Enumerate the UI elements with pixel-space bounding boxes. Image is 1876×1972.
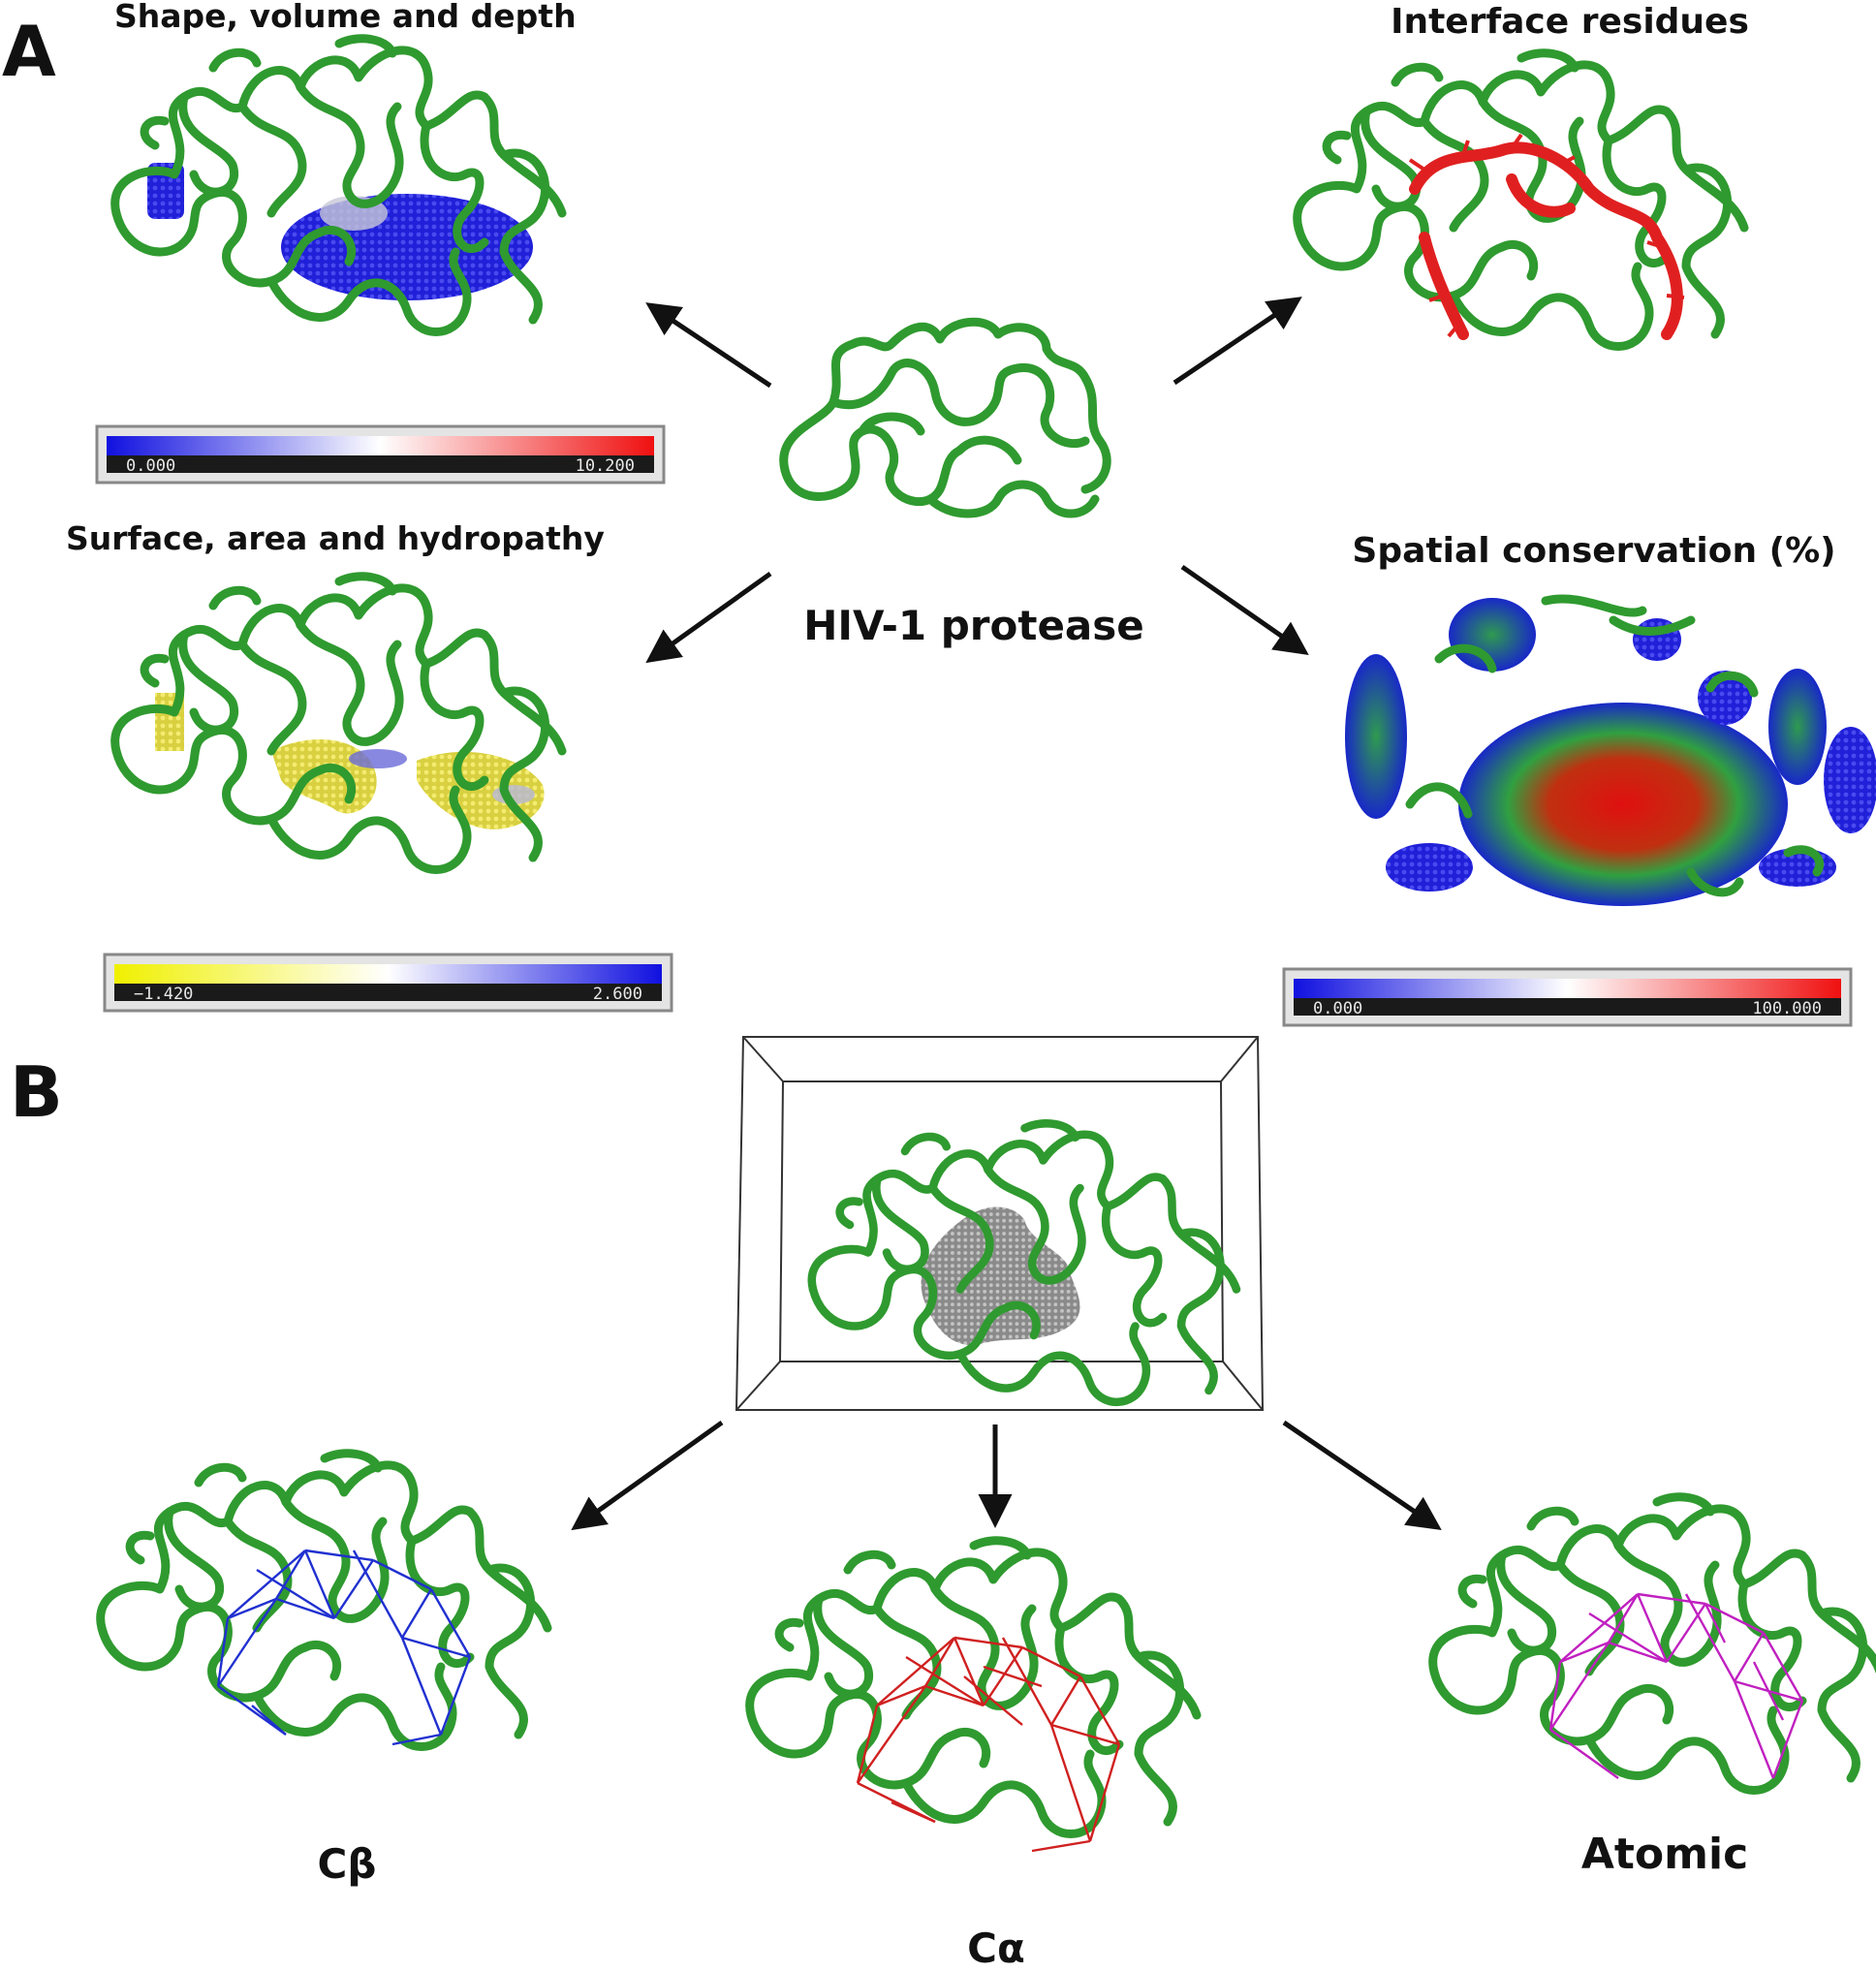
interface-protein-image bbox=[1298, 53, 1744, 347]
cbeta-protein-image bbox=[101, 1454, 547, 1747]
calpha-network bbox=[856, 1636, 1121, 1853]
panel-b-letter: B bbox=[10, 1051, 63, 1133]
atomic-network bbox=[1548, 1592, 1804, 1779]
spatial-conservation-panel: Spatial conservation (%) 0.000 100.000 bbox=[1282, 531, 1876, 1027]
shape-colorbar: 0.000 10.200 bbox=[95, 424, 666, 485]
atomic-label: Atomic bbox=[1581, 1830, 1748, 1879]
conservation-protein-image bbox=[1345, 594, 1876, 906]
arrow-to-conservation bbox=[1180, 564, 1309, 655]
calpha-protein-image bbox=[750, 1541, 1197, 1853]
surface-title: Surface, area and hydropathy bbox=[66, 519, 605, 557]
surface-area-hydropathy-panel: Surface, area and hydropathy −1.420 2.60… bbox=[66, 519, 673, 1013]
arrow-to-cbeta bbox=[571, 1420, 724, 1531]
shape-protein-image bbox=[115, 39, 562, 332]
shape-colorbar-max: 10.200 bbox=[576, 456, 635, 476]
surface-colorbar-min: −1.420 bbox=[134, 985, 193, 1004]
shape-colorbar-min: 0.000 bbox=[126, 456, 175, 476]
surface-colorbar-gradient bbox=[114, 964, 662, 984]
cbeta-panel: Cβ bbox=[101, 1454, 547, 1888]
hiv1-protease-image bbox=[784, 322, 1108, 514]
shape-volume-depth-panel: Shape, volume and depth 0.000 10.200 bbox=[95, 0, 666, 485]
surface-protein-image bbox=[115, 577, 562, 870]
surface-colorbar: −1.420 2.600 bbox=[103, 953, 673, 1013]
grid-box bbox=[735, 1036, 1265, 1411]
arrow-to-interface bbox=[1172, 297, 1302, 386]
interface-title: Interface residues bbox=[1391, 2, 1749, 42]
atomic-panel: Atomic bbox=[1433, 1497, 1876, 1879]
grid-protein-image bbox=[812, 1123, 1236, 1402]
conservation-colorbar-min: 0.000 bbox=[1313, 999, 1362, 1018]
conservation-colorbar-max: 100.000 bbox=[1752, 999, 1822, 1018]
atomic-protein-image bbox=[1433, 1497, 1876, 1791]
surface-colorbar-max: 2.600 bbox=[593, 985, 642, 1004]
interface-residues-highlight bbox=[1409, 141, 1683, 340]
arrow-to-atomic bbox=[1282, 1420, 1442, 1530]
panel-a-letter: A bbox=[2, 11, 56, 92]
arrow-to-shape bbox=[645, 302, 772, 389]
panel-a-arrows bbox=[645, 297, 1309, 664]
cbeta-network bbox=[216, 1549, 472, 1746]
hiv1-protease-label: HIV-1 protease bbox=[803, 602, 1144, 649]
panel-b-arrows bbox=[571, 1420, 1442, 1531]
interface-residues-panel: Interface residues bbox=[1298, 2, 1749, 347]
conservation-colorbar-gradient bbox=[1294, 979, 1841, 998]
conservation-colorbar: 0.000 100.000 bbox=[1282, 967, 1853, 1027]
cbeta-label: Cβ bbox=[318, 1840, 377, 1888]
hiv1-protease-center: HIV-1 protease bbox=[784, 322, 1144, 649]
shape-colorbar-gradient bbox=[107, 436, 654, 455]
conservation-heatmap-core bbox=[1458, 703, 1788, 906]
conservation-title: Spatial conservation (%) bbox=[1352, 531, 1835, 571]
calpha-panel: Cα bbox=[750, 1541, 1197, 1972]
shape-title: Shape, volume and depth bbox=[114, 0, 577, 35]
cavity-volume bbox=[281, 194, 533, 300]
calpha-label: Cα bbox=[967, 1925, 1025, 1972]
arrow-to-surface bbox=[645, 571, 772, 664]
